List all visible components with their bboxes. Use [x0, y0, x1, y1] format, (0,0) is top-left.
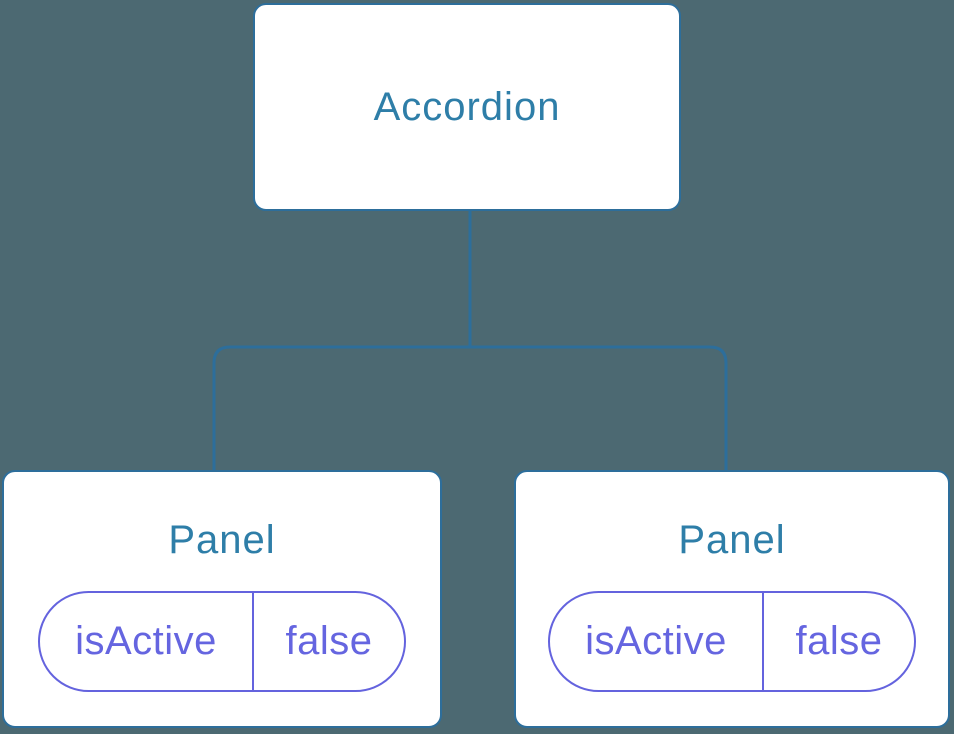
state-pill: isActive false: [38, 591, 406, 692]
branch-connector: [212, 345, 728, 474]
node-panel-1-label: Panel: [168, 518, 276, 562]
state-value: false: [285, 619, 373, 663]
node-panel-2: Panel isActive false: [514, 470, 950, 728]
node-accordion: Accordion: [253, 3, 681, 211]
node-panel-2-label: Panel: [678, 518, 786, 562]
state-key: isActive: [550, 593, 764, 690]
state-value: false: [795, 619, 883, 663]
node-panel-1: Panel isActive false: [2, 470, 442, 728]
node-accordion-label: Accordion: [373, 84, 561, 129]
state-pill: isActive false: [548, 591, 916, 692]
state-key: isActive: [40, 593, 254, 690]
